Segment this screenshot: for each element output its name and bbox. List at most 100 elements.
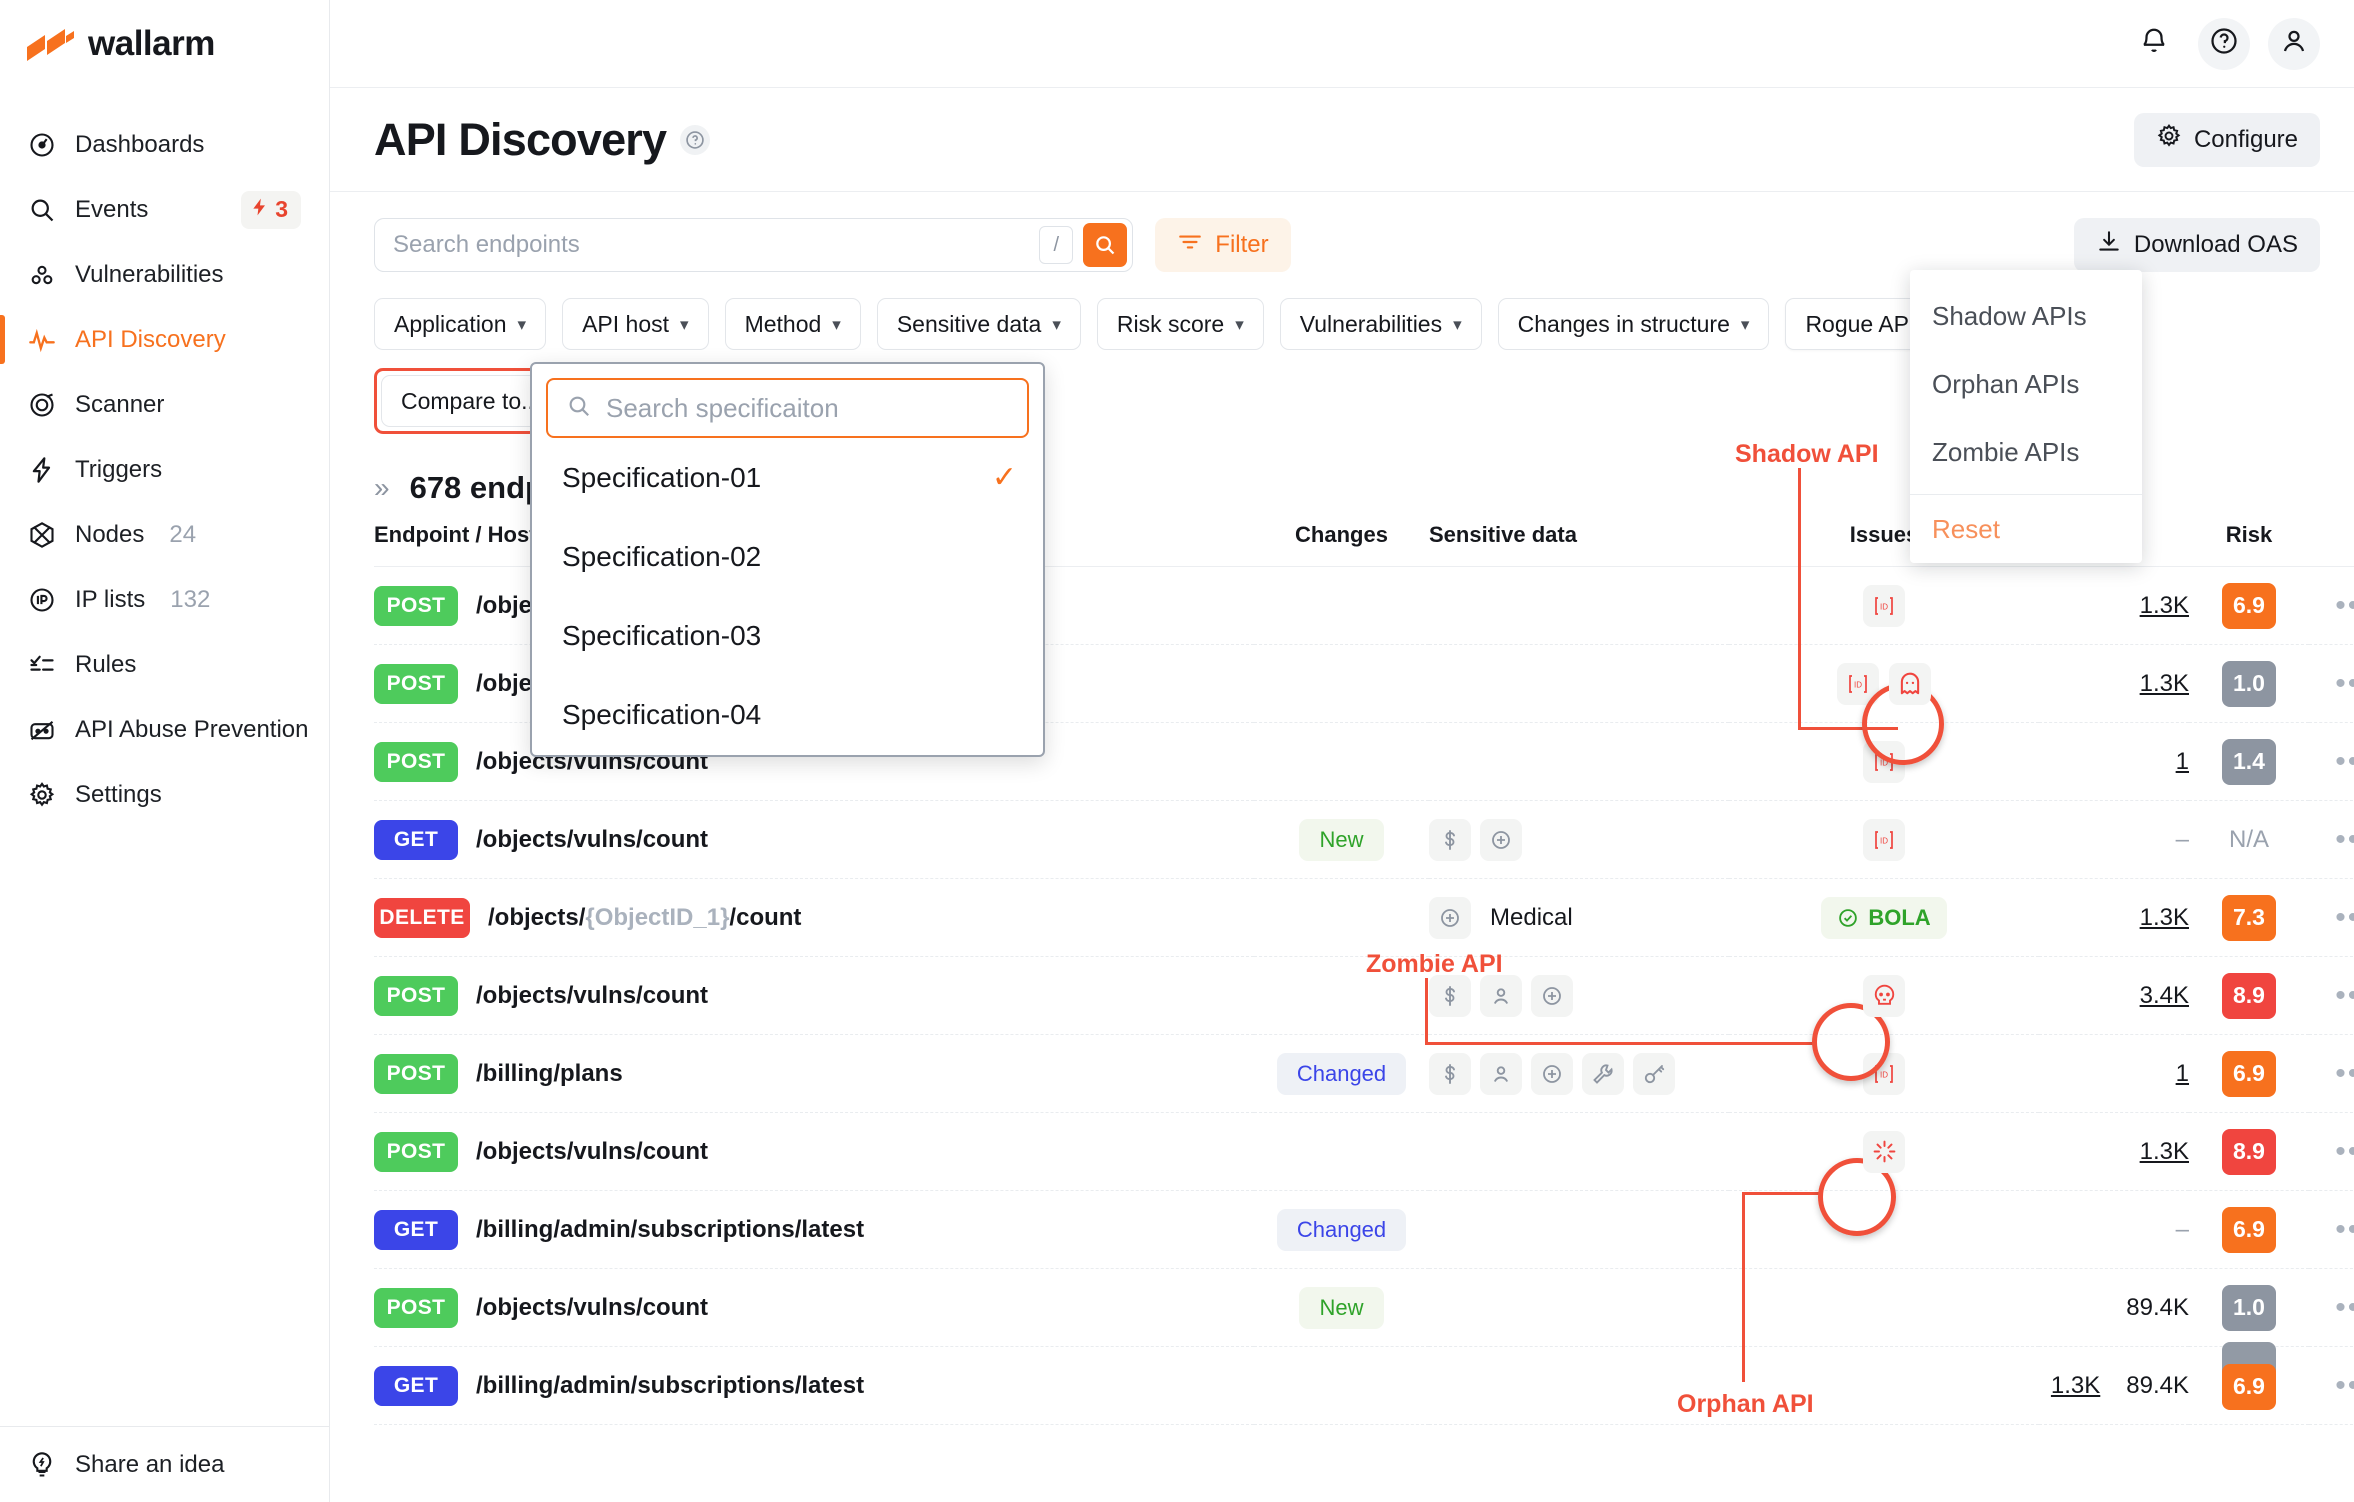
request-count-link[interactable]: 1.3K (2139, 591, 2189, 619)
id-issue-icon[interactable]: ID (1863, 818, 1905, 861)
skull-icon[interactable] (1863, 974, 1905, 1017)
row-menu-button[interactable]: ••• (2335, 900, 2354, 934)
cell-endpoint[interactable]: GET/billing/admin/subscriptions/latest (374, 1190, 1254, 1269)
specification-option-04[interactable]: Specification-04 (546, 675, 1029, 754)
dollar-icon[interactable] (1429, 974, 1471, 1017)
risk-score-badge: 6.9 (2222, 1050, 2276, 1097)
cell-endpoint[interactable]: GET/billing/admin/subscriptions/latest (374, 1346, 1254, 1425)
id-issue-icon[interactable]: ID (1863, 740, 1905, 783)
id-issue-icon[interactable]: ID (1863, 584, 1905, 627)
rogue-menu-item-shadow-apis[interactable]: Shadow APIs (1932, 300, 2087, 331)
id-issue-icon[interactable]: ID (1837, 662, 1879, 705)
filter-chip-risk-score[interactable]: Risk score ▾ (1096, 298, 1264, 350)
row-menu-button[interactable]: ••• (2335, 1368, 2354, 1402)
search-endpoints-field[interactable]: / (374, 218, 1134, 272)
filter-chip-sensitive-data[interactable]: Sensitive data ▾ (876, 298, 1081, 350)
help-button[interactable] (2198, 17, 2250, 70)
notifications-button[interactable] (2128, 18, 2180, 70)
request-count-link[interactable]: 1 (2175, 1059, 2189, 1087)
search-submit-button[interactable] (1083, 223, 1128, 267)
search-input[interactable] (393, 219, 1040, 271)
filter-chip-method[interactable]: Method ▾ (724, 298, 861, 350)
sidebar-item-vulnerabilities[interactable]: Vulnerabilities (0, 242, 329, 307)
row-menu-button[interactable]: ••• (2335, 744, 2354, 778)
row-menu-button[interactable]: ••• (2335, 1056, 2354, 1090)
table-row[interactable]: GET/billing/admin/subscriptions/latest 1.… (374, 1341, 2354, 1425)
medical-icon[interactable] (1531, 1052, 1573, 1095)
key-icon[interactable] (1633, 1052, 1675, 1095)
download-oas-button[interactable]: Download OAS (2073, 218, 2320, 272)
row-menu-button[interactable]: ••• (2335, 1212, 2354, 1246)
request-count-link[interactable]: 1.3K (2139, 669, 2189, 697)
row-menu-button[interactable]: ••• (2335, 666, 2354, 700)
sidebar-item-settings[interactable]: Settings (0, 762, 329, 827)
share-an-idea-button[interactable]: Share an idea (0, 1426, 329, 1502)
sidebar-item-api-abuse-prevention[interactable]: API Abuse Prevention (0, 697, 329, 762)
filter-chip-compare-to[interactable]: Compare to... ▾ (381, 375, 580, 427)
medical-icon[interactable] (1531, 974, 1573, 1017)
filter-chip-changes-in-structure[interactable]: Changes in structure ▾ (1497, 298, 1770, 350)
sidebar-item-triggers[interactable]: Triggers (0, 437, 329, 502)
sidebar-item-dashboards[interactable]: Dashboards (0, 112, 329, 177)
person-icon[interactable] (1480, 974, 1522, 1017)
cell-endpoint[interactable]: POST/objects/vulns/count (374, 1112, 1254, 1191)
burst-icon[interactable] (1863, 1130, 1905, 1173)
dollar-icon[interactable] (1429, 818, 1471, 861)
sidebar-item-events[interactable]: Events 3 (0, 177, 329, 242)
specification-search-field[interactable] (546, 378, 1029, 438)
brand-logo[interactable]: wallarm (0, 0, 329, 88)
main-content: API Discovery Configure / (330, 0, 2354, 1502)
cell-endpoint[interactable]: POST/objects/vulns/count (374, 956, 1254, 1035)
sidebar-item-nodes[interactable]: Nodes 24 (0, 502, 329, 567)
configure-button[interactable]: Configure (2133, 112, 2320, 167)
sidebar-item-ip-lists[interactable]: IP lists 132 (0, 567, 329, 632)
row-menu-button[interactable]: ••• (2335, 822, 2354, 856)
id-issue-icon[interactable]: ID (1863, 1052, 1905, 1095)
medical-icon[interactable] (1429, 896, 1471, 939)
account-button[interactable] (2268, 17, 2320, 70)
ghost-icon[interactable] (1889, 662, 1931, 705)
bola-badge[interactable]: BOLA (1821, 896, 1947, 939)
request-count-link[interactable]: 1.3K (2139, 1137, 2189, 1165)
filter-button[interactable]: Filter (1155, 218, 1291, 272)
cell-endpoint[interactable]: DELETE/objects/{ObjectID_1}/count (374, 878, 1254, 957)
sidebar-item-api-discovery[interactable]: API Discovery (0, 307, 329, 372)
specification-option-02[interactable]: Specification-02 (546, 517, 1029, 596)
specification-option-03[interactable]: Specification-03 (546, 596, 1029, 675)
chevron-double-right-icon[interactable]: » (374, 472, 390, 503)
request-count-link[interactable]: 1.3K (2050, 1371, 2101, 1399)
filter-chip-api-host[interactable]: API host ▾ (562, 298, 709, 350)
person-icon[interactable] (1480, 1052, 1522, 1095)
cell-endpoint[interactable]: POST/billing/plans (374, 1034, 1254, 1113)
wrench-icon[interactable] (1582, 1052, 1624, 1095)
dollar-icon[interactable] (1429, 1052, 1471, 1095)
filter-chip-application[interactable]: Application ▾ (374, 298, 547, 350)
cell-endpoint[interactable]: GET/objects/vulns/count (374, 800, 1254, 879)
row-menu-button[interactable]: ••• (2335, 978, 2354, 1012)
sidebar-item-scanner[interactable]: Scanner (0, 372, 329, 437)
row-menu-button[interactable]: ••• (2335, 1290, 2354, 1324)
request-count-link[interactable]: 1 (2175, 747, 2189, 775)
rogue-menu-item-zombie-apis[interactable]: Zombie APIs (1932, 436, 2080, 467)
specification-option-01[interactable]: Specification-01 ✓ (546, 438, 1029, 517)
specification-search-input[interactable] (606, 380, 1027, 436)
rogue-menu-reset[interactable]: Reset (1932, 513, 2000, 544)
row-menu-button[interactable]: ••• (2335, 1134, 2354, 1168)
cell-endpoint[interactable]: POST/objects/vulns/count (374, 1268, 1254, 1347)
request-count-link[interactable]: 1.3K (2139, 903, 2189, 931)
medical-icon[interactable] (1480, 818, 1522, 861)
row-menu-button[interactable]: ••• (2335, 588, 2354, 622)
request-count-link[interactable]: 3.4K (2139, 981, 2189, 1009)
filter-chip-vulnerabilities[interactable]: Vulnerabilities ▾ (1279, 298, 1482, 350)
sidebar-item-rules[interactable]: Rules (0, 632, 329, 697)
rogue-menu-item-orphan-apis[interactable]: Orphan APIs (1932, 368, 2080, 399)
page-help-icon[interactable] (680, 124, 711, 155)
